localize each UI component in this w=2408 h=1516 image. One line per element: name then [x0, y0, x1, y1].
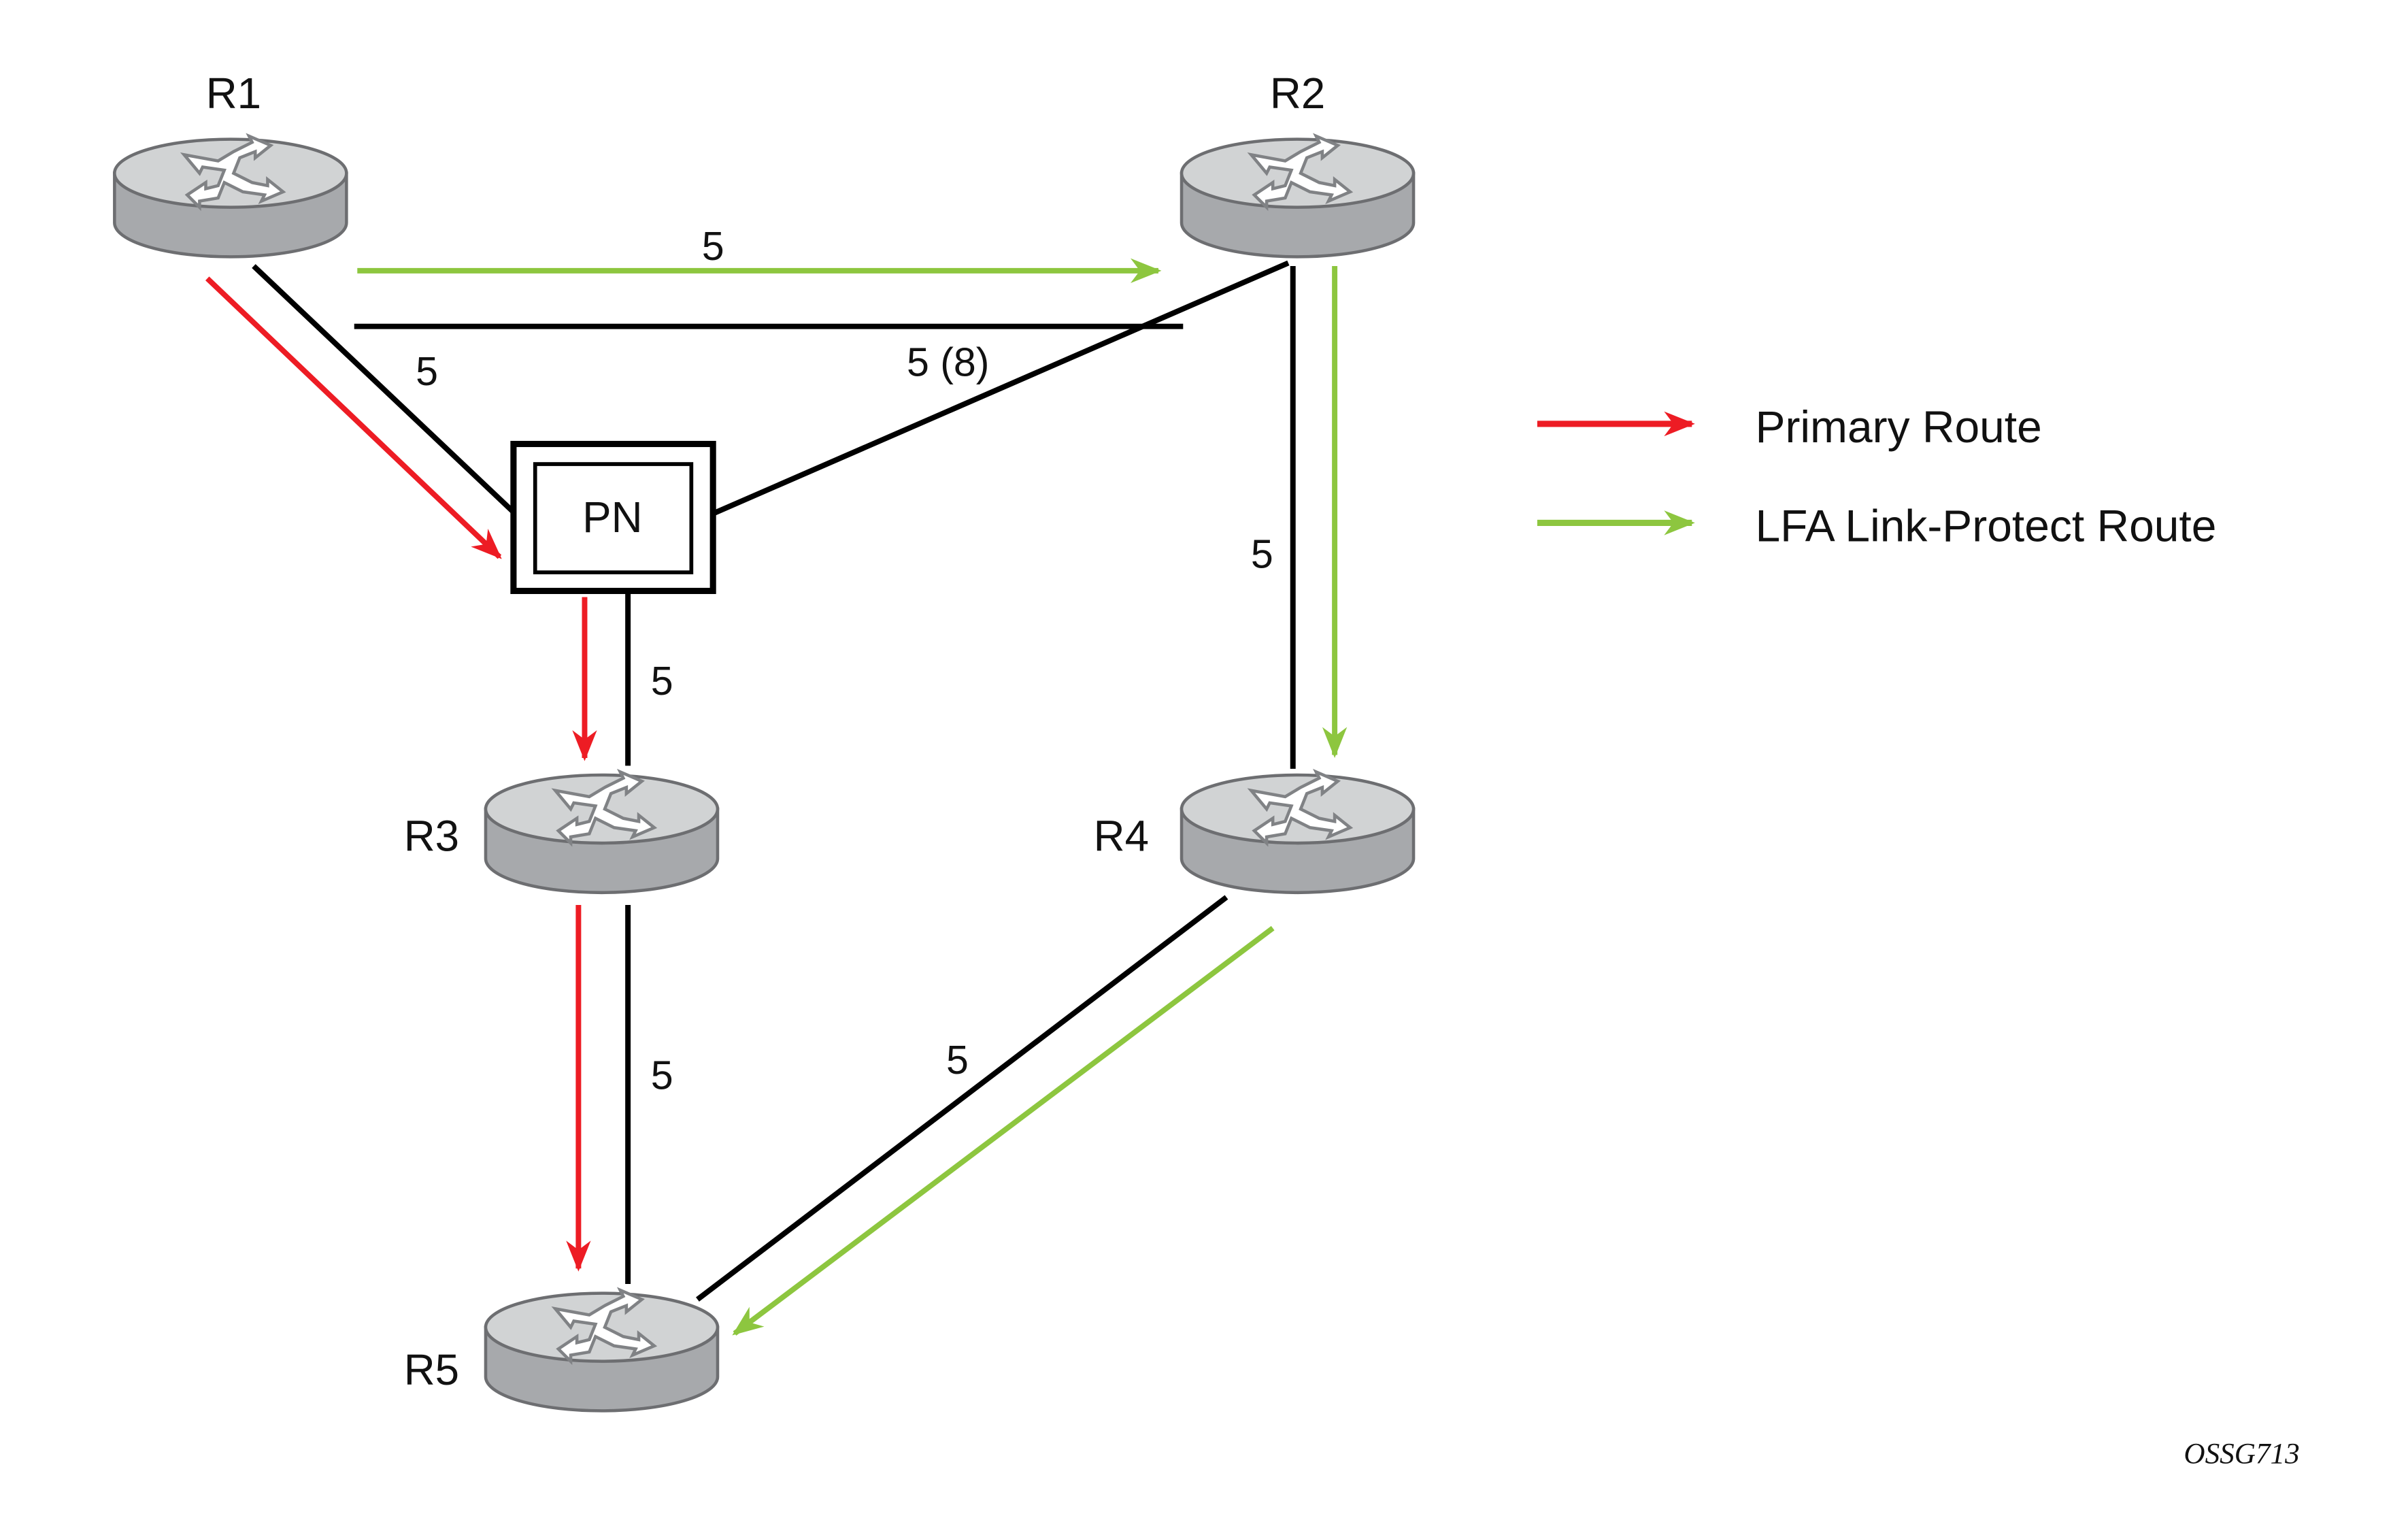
- metric-r1-pn: 5: [416, 348, 438, 394]
- r2-label: R2: [1270, 69, 1325, 118]
- router-r1[interactable]: [114, 136, 346, 257]
- router-r3[interactable]: [486, 772, 718, 892]
- protected-node-pn[interactable]: PN: [510, 440, 716, 595]
- metric-r2-r4: 5: [1251, 531, 1273, 576]
- metric-pn-r3: 5: [651, 658, 673, 704]
- legend: Primary Route LFA Link-Protect Route: [1537, 401, 2216, 551]
- metric-pn-r2: 5 (8): [907, 339, 990, 384]
- r3-label: R3: [404, 812, 459, 860]
- link-pn-r2: [712, 260, 1290, 516]
- link-r1-pn: [252, 264, 517, 516]
- link-r4-r5: [696, 895, 1228, 1302]
- pn-label: PN: [582, 493, 642, 542]
- legend-primary-label: Primary Route: [1755, 401, 2041, 452]
- metric-r3-r5: 5: [651, 1053, 673, 1098]
- metric-r1-r2: 5: [702, 223, 724, 269]
- metric-r4-r5: 5: [946, 1037, 969, 1083]
- router-r2[interactable]: [1182, 136, 1414, 257]
- primary-route-r1-pn: [205, 276, 502, 559]
- router-r5[interactable]: [486, 1290, 718, 1411]
- r1-label: R1: [206, 69, 261, 118]
- r5-label: R5: [404, 1346, 459, 1394]
- figure-id: OSSG713: [2184, 1438, 2299, 1470]
- router-r4[interactable]: [1182, 772, 1414, 892]
- r4-label: R4: [1094, 812, 1149, 860]
- legend-lfa-label: LFA Link-Protect Route: [1755, 501, 2216, 551]
- lfa-route-r4-r5: [732, 925, 1275, 1336]
